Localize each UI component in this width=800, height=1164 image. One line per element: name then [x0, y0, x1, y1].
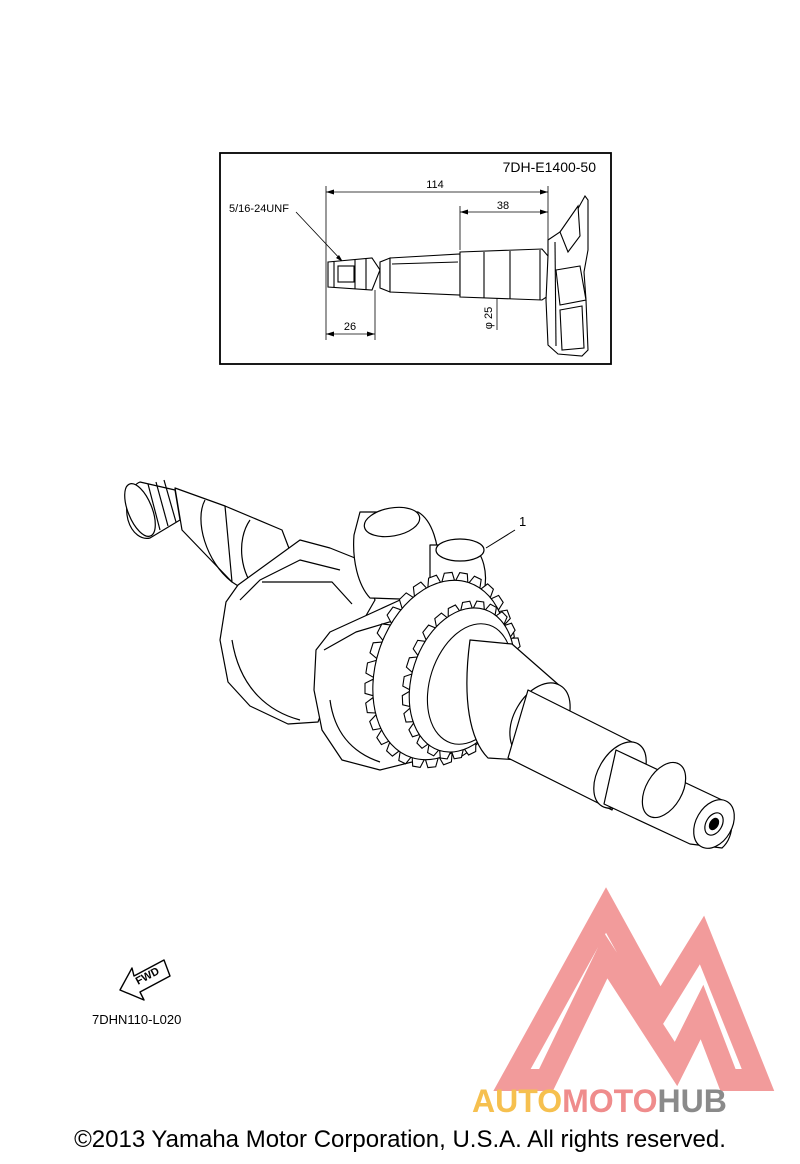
dim-26-label: 26	[344, 321, 356, 333]
detail-part-number: 7DH-E1400-50	[503, 159, 597, 175]
thread-spec-label: 5/16-24UNF	[229, 203, 289, 215]
detail-box: 7DH-E1400-50	[219, 152, 612, 365]
watermark-hub: HUB	[657, 1083, 726, 1119]
watermark-text: AUTOMOTOHUB	[472, 1083, 727, 1119]
watermark-triangle	[493, 887, 775, 1091]
dimension-lines	[295, 186, 549, 340]
dim-diameter-label: φ 25	[483, 307, 495, 329]
watermark-auto: AUTO	[472, 1083, 562, 1119]
copyright-footer: ©2013 Yamaha Motor Corporation, U.S.A. A…	[74, 1126, 726, 1153]
fwd-arrow-icon: FWD	[119, 959, 171, 1001]
diagram-code: 7DHN110-L020	[92, 1012, 181, 1027]
dim-38-label: 38	[497, 200, 509, 212]
callout-1-label: 1	[519, 514, 526, 529]
callout-1: 1	[485, 514, 526, 549]
watermark-logo: AUTOMOTOHUB	[472, 887, 775, 1119]
shaft-side-view	[327, 194, 589, 357]
watermark-moto: MOTO	[562, 1083, 657, 1119]
dim-114-label: 114	[426, 179, 444, 191]
pto-shaft	[466, 639, 735, 849]
